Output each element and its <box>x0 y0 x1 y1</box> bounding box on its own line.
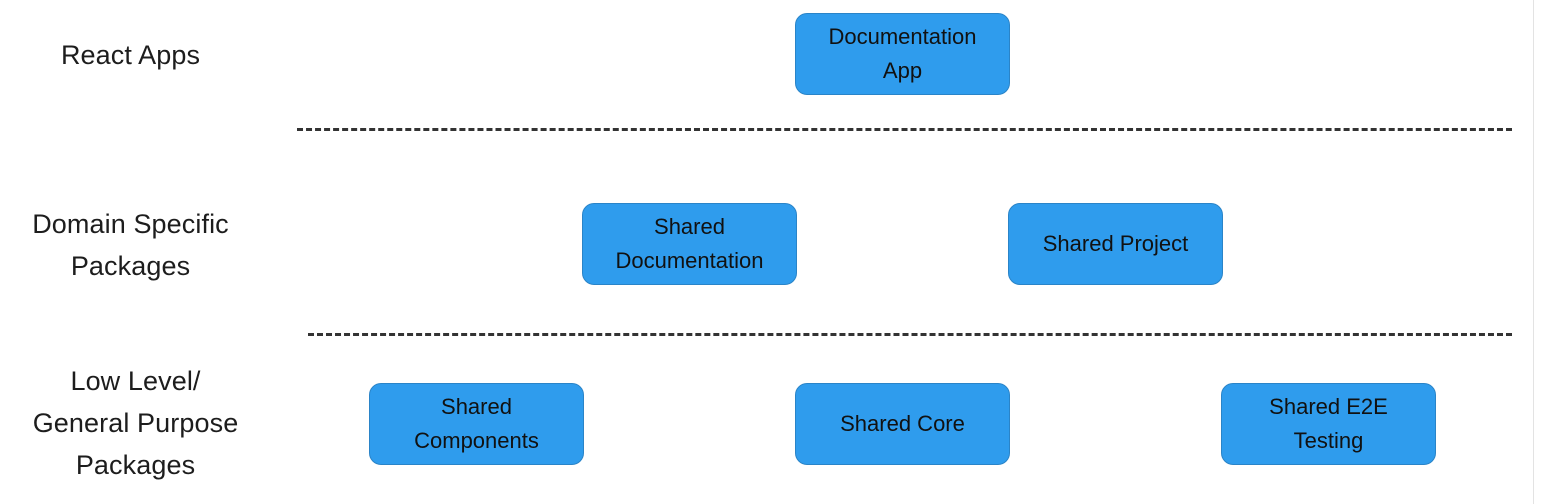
node-shared-components[interactable]: Shared Components <box>369 383 584 465</box>
tier-label-react-apps: React Apps <box>60 40 201 70</box>
tier-label-low-level-general-purpose-packages: Low Level/ General Purpose Packages <box>32 366 239 480</box>
node-documentation-app[interactable]: Documentation App <box>795 13 1010 95</box>
tier-label-domain-specific-packages: Domain Specific Packages <box>32 209 229 281</box>
node-shared-core[interactable]: Shared Core <box>795 383 1010 465</box>
node-shared-documentation[interactable]: Shared Documentation <box>582 203 797 285</box>
node-shared-project[interactable]: Shared Project <box>1008 203 1223 285</box>
page-right-border <box>1533 0 1534 504</box>
divider-domain-lowlevel <box>308 333 1512 336</box>
divider-apps-domain <box>297 128 1512 131</box>
node-shared-e2e-testing[interactable]: Shared E2E Testing <box>1221 383 1436 465</box>
